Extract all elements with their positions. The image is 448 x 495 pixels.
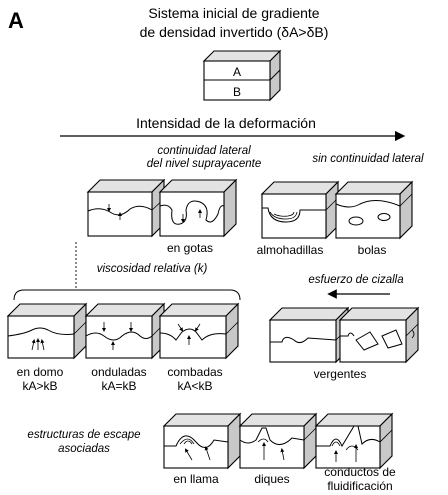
diques-label: diques [254, 472, 289, 486]
block-conductos [314, 412, 394, 470]
almohadillas-label: almohadillas [257, 243, 324, 257]
en-domo-label: en domo [17, 365, 64, 379]
title-line-1: Sistema inicial de gradiente [148, 5, 319, 21]
conductos-label-1: conductos de [324, 465, 396, 479]
viscosidad-label: viscosidad relativa (k) [97, 263, 208, 275]
sin-continuidad-label: sin continuidad lateral [312, 153, 424, 165]
viscosity-bracket [13, 289, 241, 301]
initial-block: A B [202, 49, 282, 102]
block-almohadillas [260, 180, 340, 240]
combadas-label: combadas [167, 365, 222, 379]
esfuerzo-label: esfuerzo de cizalla [308, 274, 403, 286]
layer-a-label: A [233, 65, 241, 79]
intensity-label: Intensidad de la deformación [136, 115, 316, 131]
block-en-gotas [158, 178, 238, 238]
block-diques [238, 412, 318, 470]
cont-lateral-line-1: continuidad lateral [157, 145, 251, 157]
block-en-domo [6, 302, 88, 360]
block-bolas [334, 180, 414, 240]
en-llama-label: en llama [173, 472, 219, 486]
block-vergentes-1 [268, 306, 350, 364]
block-onduladas [84, 302, 166, 360]
bolas-label: bolas [358, 243, 387, 257]
block-en-llama [162, 412, 242, 470]
panel-label: A [8, 8, 24, 33]
title-line-2: de densidad invertido (δA>δB) [140, 24, 329, 40]
cont-lateral-line-2: del nivel suprayacente [147, 158, 261, 170]
combadas-k-label: kA<kB [177, 379, 212, 393]
vergentes-label: vergentes [314, 367, 367, 381]
escape-label-2: asociadas [58, 443, 110, 455]
en-domo-k-label: kA>kB [22, 379, 57, 393]
onduladas-label: onduladas [91, 365, 146, 379]
en-gotas-label: en gotas [167, 241, 213, 255]
block-continuous-wavy [86, 178, 166, 238]
onduladas-k-label: kA=kB [101, 379, 136, 393]
layer-b-label: B [233, 85, 241, 99]
block-vergentes-2 [338, 306, 420, 364]
escape-label-1: estructuras de escape [27, 429, 140, 441]
block-combadas [158, 302, 240, 360]
conductos-label-2: fluidificación [327, 479, 392, 493]
